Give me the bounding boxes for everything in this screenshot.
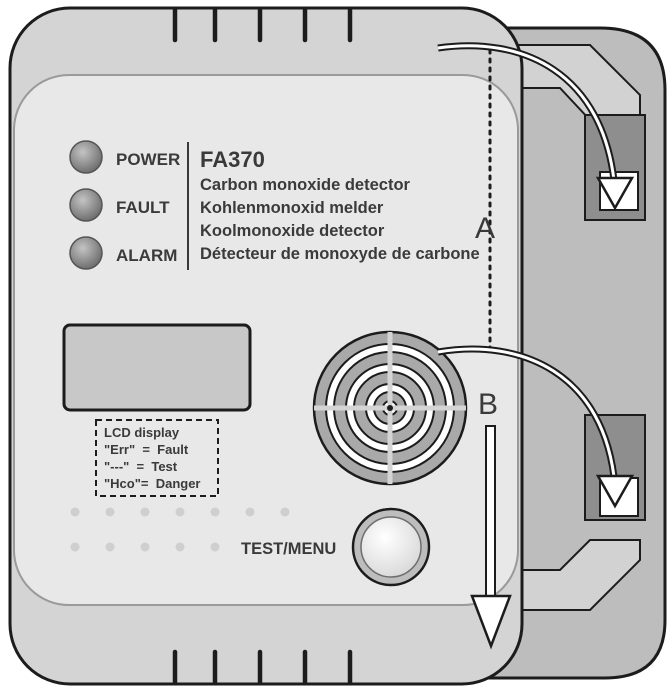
arrow-b-curve xyxy=(437,345,635,509)
product-info: FA370 Carbon monoxide detector Kohlenmon… xyxy=(200,147,480,263)
description-de: Kohlenmonoxid melder xyxy=(200,199,384,217)
description-nl: Koolmonoxide detector xyxy=(200,222,385,240)
top-vents xyxy=(172,7,353,43)
description-en: Carbon monoxide detector xyxy=(200,176,411,194)
lcd-legend-line: "Hco"= Danger xyxy=(104,476,201,491)
description-fr: Détecteur de monoxyde de carbone xyxy=(200,245,480,263)
vent-dots xyxy=(70,507,290,552)
arrow-b-down xyxy=(470,425,512,650)
test-menu-button[interactable] xyxy=(351,507,431,587)
lcd-legend-title: LCD display xyxy=(104,425,180,440)
fault-led xyxy=(69,188,103,222)
power-label: POWER xyxy=(116,150,180,169)
model-name: FA370 xyxy=(200,147,265,172)
step-b-label: B xyxy=(478,388,498,421)
speaker-grille xyxy=(312,330,468,486)
lcd-legend: LCD display "Err" = Fault "---" = Test "… xyxy=(95,419,219,497)
arrow-a xyxy=(437,42,635,211)
lcd-legend-line: "Err" = Fault xyxy=(104,442,189,457)
indicator-leds: POWER FAULT ALARM xyxy=(69,140,180,270)
alarm-label: ALARM xyxy=(116,246,177,265)
lcd-display xyxy=(62,323,252,412)
fault-label: FAULT xyxy=(116,198,170,217)
bottom-vents xyxy=(172,649,353,685)
test-menu-label: TEST/MENU xyxy=(241,540,336,558)
step-a-label: A xyxy=(475,212,495,245)
power-led xyxy=(69,140,103,174)
lcd-legend-line: "---" = Test xyxy=(104,459,178,474)
alarm-led xyxy=(69,236,103,270)
